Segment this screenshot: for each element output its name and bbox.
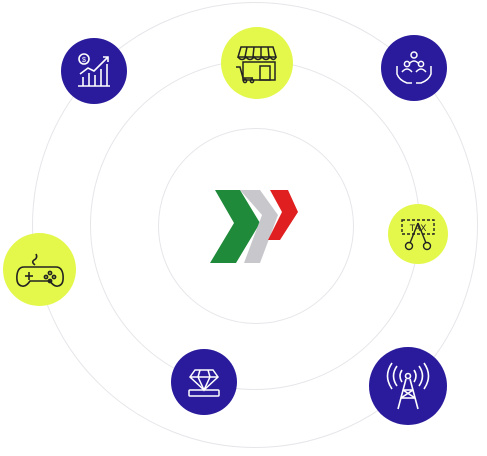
svg-text:$: $ (82, 57, 86, 64)
chevron-arrows-logo (210, 190, 298, 263)
diamond-icon (171, 349, 237, 415)
tax-scissors-icon: TAX (388, 204, 448, 264)
outer-orbit-ring (32, 2, 478, 448)
radio-tower-icon (369, 347, 447, 425)
storefront-cart-icon (221, 27, 293, 99)
svg-text:TAX: TAX (410, 223, 427, 233)
gamepad-icon (3, 233, 76, 306)
people-hands-icon (381, 35, 447, 101)
inner-orbit-ring (158, 128, 354, 324)
finance-chart-icon: $ (61, 38, 127, 104)
